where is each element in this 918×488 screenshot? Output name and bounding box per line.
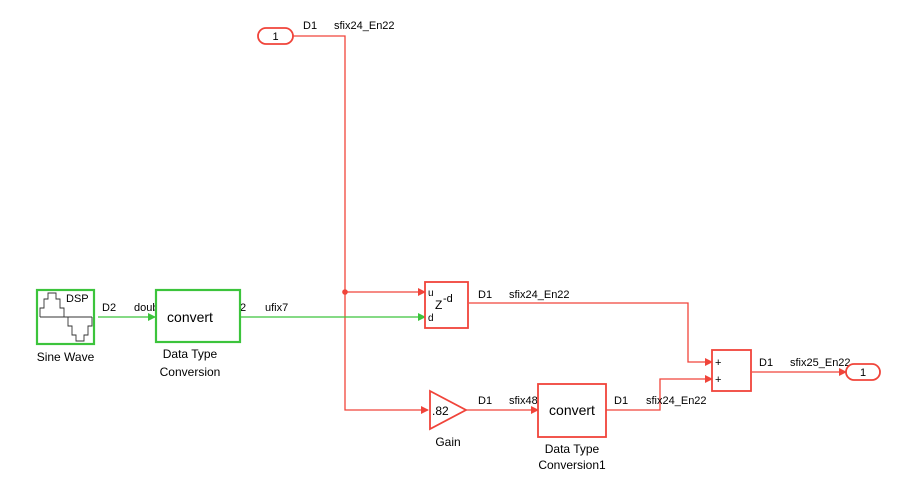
outport-block[interactable]: 1	[845, 363, 881, 381]
sine-wave-caption: Sine Wave	[37, 350, 95, 364]
gain-block[interactable]: .82	[429, 389, 468, 431]
sum-sign-1: +	[715, 357, 721, 369]
sine-wave-icon-text: DSP	[66, 293, 89, 305]
convert-label: convert	[167, 309, 213, 325]
data-type-conversion-block[interactable]: convert	[154, 288, 242, 344]
signal-rate-label: D1	[478, 289, 492, 301]
data-type-conversion1-block[interactable]: convert	[537, 383, 607, 438]
signal-type-label: sfix24_En22	[646, 395, 707, 407]
signal-type-label: sfix24_En22	[509, 289, 570, 301]
outport-number: 1	[860, 367, 866, 379]
sum-block[interactable]: + +	[711, 349, 752, 392]
discrete-sine-icon	[39, 292, 93, 342]
signal-type-label: doub	[134, 302, 158, 314]
gain-caption: Gain	[435, 435, 460, 449]
signal-rate-label: D1	[759, 357, 773, 369]
inport-block[interactable]: 1	[257, 27, 294, 45]
signal-rate-label: D1	[303, 20, 317, 32]
signal-type-label: sfix24_En22	[334, 20, 395, 32]
delay-port-d: d	[428, 313, 434, 324]
convert-label: convert	[549, 402, 595, 418]
inport-number: 1	[272, 31, 278, 43]
signal-type-label: ufix7	[265, 302, 288, 314]
signal-line-to-gain[interactable]	[344, 292, 429, 414]
gain-value: .82	[432, 404, 449, 418]
signal-line-delay[interactable]	[469, 302, 713, 366]
sum-sign-2: +	[715, 374, 721, 386]
dtc1-caption-line1: Data Type	[163, 347, 218, 361]
signal-type-label: sfix25_En22	[790, 357, 851, 369]
signal-rate-label: D2	[102, 302, 116, 314]
signal-type-label: sfix48	[509, 395, 538, 407]
signal-rate-label: D1	[614, 395, 628, 407]
dtc2-caption-line2: Conversion1	[538, 458, 606, 472]
delay-exponent: -d	[443, 293, 453, 305]
signal-line-dtc2[interactable]	[606, 375, 713, 411]
delay-symbol: Z	[435, 298, 442, 312]
delay-block[interactable]: u d Z -d	[424, 281, 469, 329]
signal-line-inport[interactable]	[293, 35, 426, 296]
sine-wave-block[interactable]: DSP	[35, 288, 96, 346]
dtc2-caption-line1: Data Type	[545, 442, 600, 456]
dtc1-caption-line2: Conversion	[160, 365, 221, 379]
delay-port-u: u	[428, 288, 434, 299]
signal-rate-label: D1	[478, 395, 492, 407]
